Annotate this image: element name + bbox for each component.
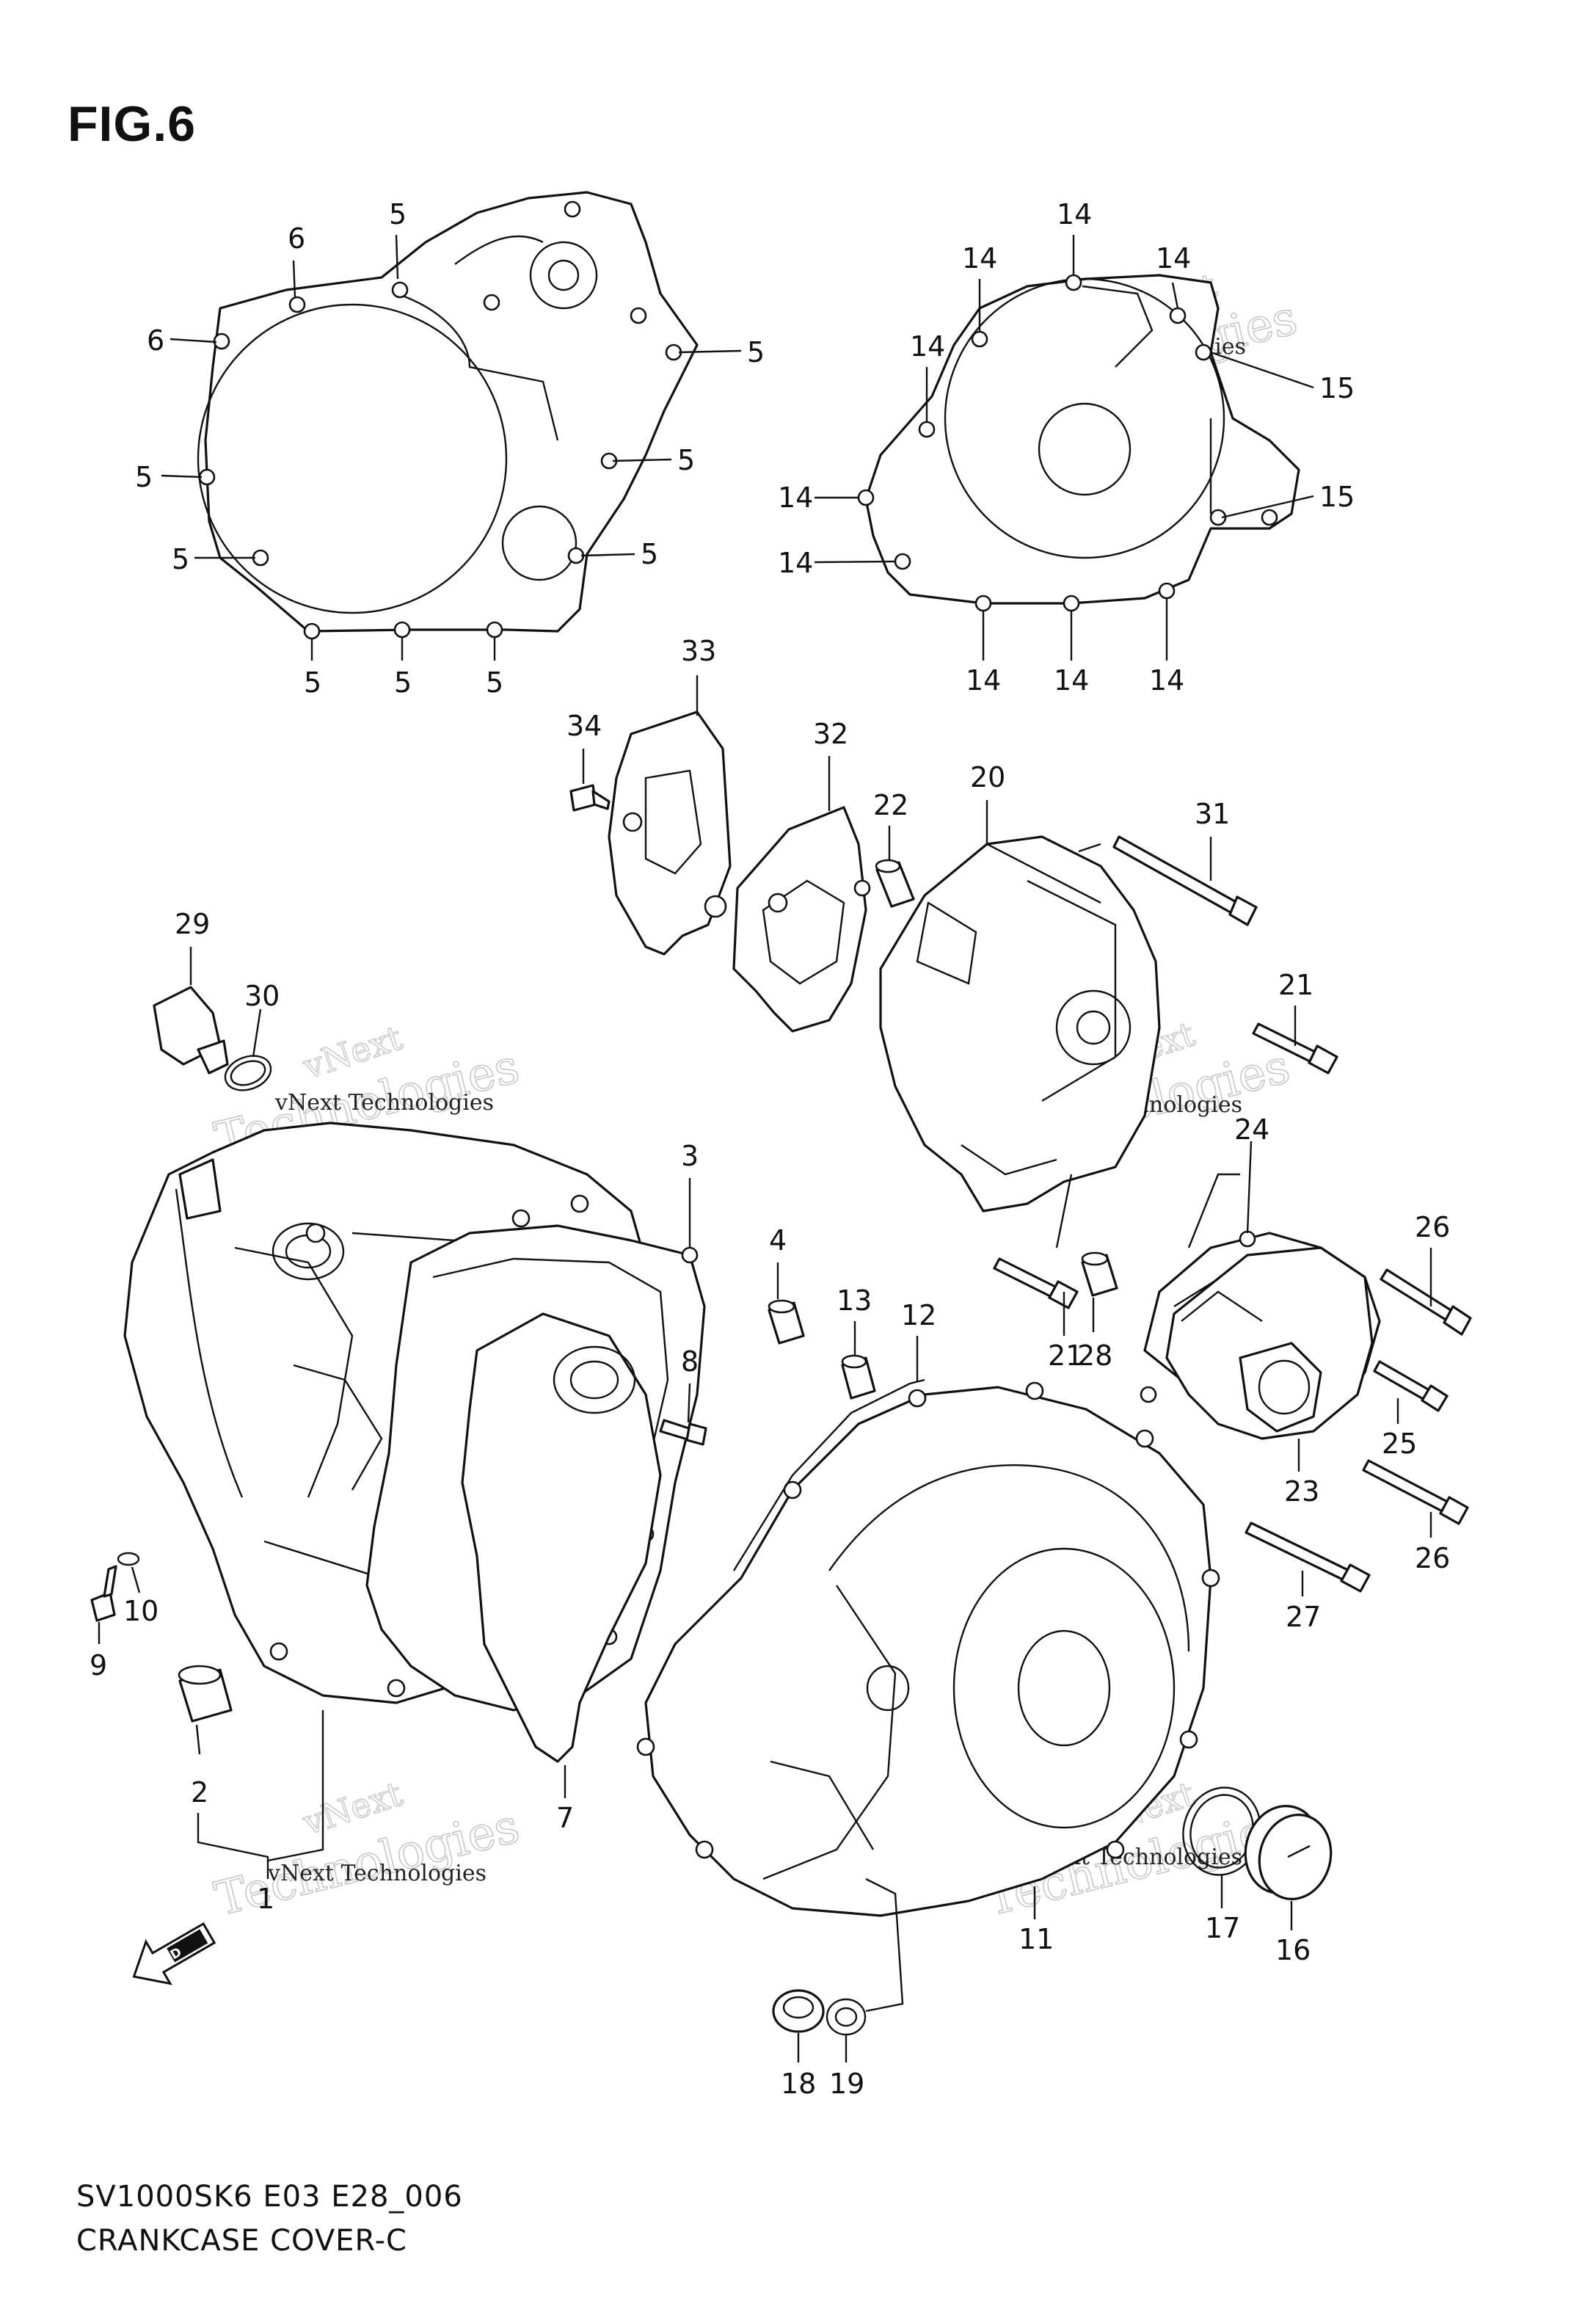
callout-14: 14 (1156, 242, 1191, 275)
callout-23: 23 (1284, 1475, 1319, 1508)
plug-18 (772, 1989, 825, 2033)
oil-filler-cap-29 (153, 986, 229, 1075)
callout-16: 16 (1275, 1934, 1311, 1966)
model-code: SV1000SK6 E03 E28_006 (76, 2180, 463, 2214)
fwd-arrow-icon: FWD (132, 1922, 216, 1985)
callout-5: 5 (389, 198, 407, 230)
watermark-small: vNext Technologies (274, 1090, 494, 1116)
callout-15: 15 (1319, 372, 1355, 404)
callout-6: 6 (147, 324, 164, 357)
callout-31: 31 (1195, 798, 1230, 830)
gasket-7 (461, 1312, 662, 1763)
callout-7: 7 (556, 1802, 574, 1834)
callout-14: 14 (778, 547, 813, 579)
dowel-22 (875, 859, 915, 908)
bolt-27 (1245, 1522, 1371, 1593)
callout-10: 10 (123, 1595, 158, 1627)
dowel-13 (841, 1354, 876, 1400)
callout-26: 26 (1415, 1542, 1450, 1574)
callout-18: 18 (781, 2068, 816, 2100)
callout-5: 5 (641, 538, 658, 570)
water-pump-cover-23 (1165, 1246, 1374, 1440)
callout-25: 25 (1382, 1428, 1417, 1460)
callout-8: 8 (681, 1345, 699, 1378)
callout-6: 6 (288, 222, 305, 255)
callout-11: 11 (1019, 1923, 1054, 1955)
callout-1: 1 (257, 1883, 274, 1915)
o-ring-30 (224, 1055, 272, 1091)
bolt-8 (659, 1419, 707, 1446)
callout-3: 3 (681, 1140, 699, 1172)
callout-27: 27 (1286, 1601, 1321, 1633)
gasket-12-outline (732, 1378, 925, 1571)
callout-14: 14 (966, 664, 1001, 697)
figure-title: FIG.6 (68, 96, 197, 152)
callout-33: 33 (681, 635, 716, 667)
bolt-25 (1373, 1360, 1449, 1412)
clutch-cover-gasket (197, 191, 699, 640)
dowel-4 (768, 1299, 805, 1345)
callout-4: 4 (769, 1224, 787, 1257)
callout-20: 20 (970, 761, 1005, 793)
callout-5: 5 (172, 543, 189, 575)
callout-5: 5 (135, 461, 153, 493)
callout-5: 5 (747, 336, 765, 368)
gasket-32 (732, 806, 871, 1033)
bolt-26b (1362, 1459, 1469, 1525)
cover-20 (879, 835, 1161, 1213)
callout-17: 17 (1205, 1912, 1240, 1944)
callout-30: 30 (244, 980, 280, 1012)
washer-19 (826, 1998, 867, 2036)
bolt-26a (1380, 1268, 1472, 1336)
dowel-28 (1081, 1251, 1118, 1297)
generator-cover-11 (636, 1381, 1220, 1917)
leader-lines (98, 234, 1432, 2062)
callout-2: 2 (191, 1776, 208, 1808)
callout-14: 14 (1057, 198, 1092, 230)
bolt-31 (1112, 835, 1258, 926)
callout-14: 14 (1149, 664, 1184, 697)
callout-34: 34 (566, 710, 602, 742)
plug-2 (178, 1665, 233, 1723)
gasket-33 (608, 710, 732, 956)
bolt-21a (1252, 1022, 1338, 1075)
callout-14: 14 (962, 242, 997, 275)
callout-14: 14 (778, 481, 813, 514)
callout-21: 21 (1048, 1339, 1083, 1372)
callout-26: 26 (1415, 1211, 1450, 1243)
callout-15: 15 (1319, 481, 1355, 513)
callout-32: 32 (813, 718, 848, 750)
callout-9: 9 (90, 1649, 107, 1682)
bolt-9-and-washer-10 (90, 1552, 140, 1622)
callout-21: 21 (1278, 969, 1313, 1001)
plug-16 (1244, 1805, 1333, 1900)
callout-5: 5 (394, 666, 412, 699)
callout-24: 24 (1234, 1113, 1269, 1146)
callout-14: 14 (910, 330, 945, 363)
callout-13: 13 (837, 1284, 872, 1317)
bolt-34 (569, 784, 611, 812)
callout-14: 14 (1054, 664, 1089, 697)
watermark-small: vNext Technologies (267, 1861, 487, 1886)
callout-19: 19 (829, 2068, 864, 2100)
callout-12: 12 (901, 1299, 936, 1331)
callout-5: 5 (304, 666, 321, 699)
callout-labels: 6 5 6 5 5 5 5 5 5 5 5 14 14 14 14 14 14 … (90, 198, 1450, 2100)
callout-28: 28 (1077, 1339, 1112, 1372)
section-name: CRANKCASE COVER-C (76, 2224, 407, 2258)
callout-22: 22 (873, 789, 908, 821)
callout-5: 5 (677, 444, 695, 476)
callout-5: 5 (486, 666, 503, 699)
bolt-21b (993, 1257, 1079, 1309)
callout-29: 29 (175, 908, 210, 940)
generator-cover-gasket (857, 274, 1300, 612)
